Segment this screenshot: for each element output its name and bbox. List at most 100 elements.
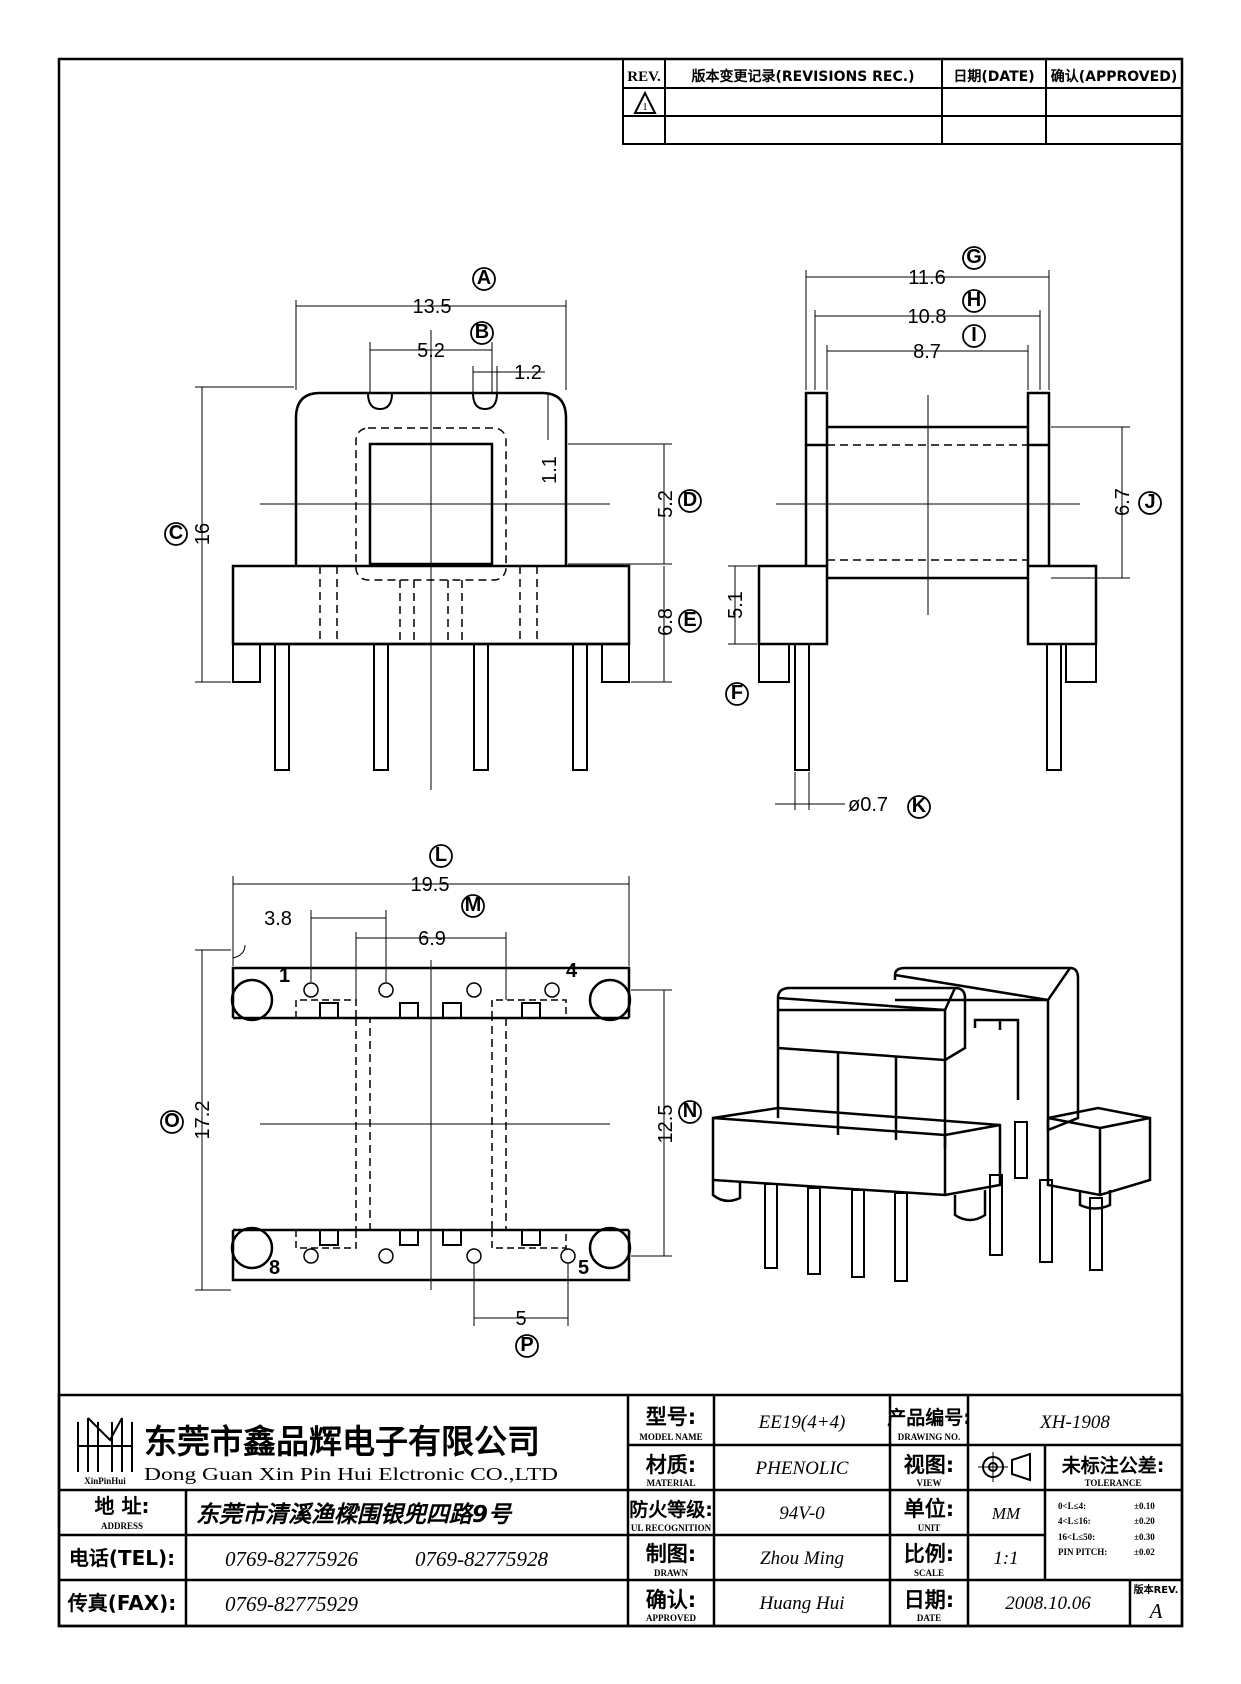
dim-5-2-side: 5.2: [655, 490, 677, 518]
dim-17-2: 17.2: [192, 1101, 214, 1140]
dim-phi-0-7: ø0.7: [848, 794, 888, 816]
callout-e: [678, 609, 702, 633]
callout-e-letter: E: [683, 609, 696, 631]
callout-n: [678, 1100, 702, 1124]
dim-12-5: 12.5: [655, 1105, 677, 1144]
tel-value-2: 0769-82775928: [415, 1547, 548, 1571]
callout-i-letter: I: [971, 324, 977, 346]
rev-label: 版本REV.: [1134, 1583, 1179, 1596]
bottom-view-dims: [195, 876, 672, 1326]
dim-19-5: 19.5: [411, 874, 450, 896]
callout-a: [472, 267, 496, 291]
side-view: [757, 391, 1098, 771]
projection-symbol-icon: [978, 1452, 1031, 1482]
callout-k: [907, 795, 931, 819]
address-label: 地 址:: [95, 1494, 150, 1518]
rev-value: A: [1148, 1599, 1163, 1623]
front-view-dims: [195, 300, 672, 683]
material-label-en: MATERIAL: [647, 1478, 696, 1488]
pin-label-1: 1: [279, 965, 290, 987]
callout-j: [1138, 491, 1162, 515]
tolerance-value-4: ±0.02: [1134, 1547, 1155, 1557]
callout-c-letter: C: [169, 522, 183, 544]
view-label-en: VIEW: [916, 1478, 941, 1488]
tolerance-value-1: ±0.10: [1134, 1501, 1155, 1511]
dim-1-2: 1.2: [514, 362, 542, 384]
tolerance-range-1: 0<L≤4:: [1058, 1501, 1086, 1511]
dim-6-9: 6.9: [418, 928, 446, 950]
bottom-view: [230, 960, 632, 1290]
callout-h-letter: H: [967, 289, 981, 311]
dim-11-6: 11.6: [908, 267, 945, 289]
model-label: 型号:: [646, 1405, 696, 1429]
company-name-en: Dong Guan Xin Pin Hui Elctronic CO.,LTD: [144, 1464, 558, 1484]
tolerance-label: 未标注公差:: [1061, 1454, 1165, 1477]
callout-m-letter: M: [465, 894, 482, 916]
date-label: 日期:: [904, 1588, 954, 1612]
dim-5-1: 5.1: [725, 591, 747, 619]
revision-table: [622, 58, 1183, 145]
callout-h: [962, 289, 986, 313]
pin-label-8: 8: [269, 1257, 280, 1279]
material-label: 材质:: [646, 1453, 696, 1477]
dim-1-1: 1.1: [539, 456, 561, 484]
callout-f: [725, 682, 749, 706]
callout-k-letter: K: [912, 795, 927, 817]
date-value: 2008.10.06: [1005, 1593, 1091, 1614]
model-label-en: MODEL NAME: [639, 1432, 702, 1442]
dim-6-8: 6.8: [655, 608, 677, 636]
callout-o-letter: O: [164, 1110, 180, 1132]
logo-text: XinPinHui: [84, 1476, 126, 1486]
isometric-view: [711, 966, 1152, 1282]
dim-16: 16: [192, 523, 214, 545]
tel-label: 电话(TEL):: [69, 1546, 175, 1570]
callout-b-letter: B: [475, 321, 489, 343]
approved-value: Huang Hui: [759, 1593, 845, 1614]
fax-label: 传真(FAX):: [67, 1591, 177, 1615]
side-view-dims: [728, 270, 1130, 810]
callout-n-letter: N: [683, 1100, 697, 1122]
callout-b: [470, 321, 494, 345]
svg-text:1: 1: [642, 101, 648, 113]
tolerance-range-4: PIN PITCH:: [1058, 1547, 1107, 1557]
approved-header: 确认(APPROVED): [1051, 68, 1177, 85]
approved-label-en: APPROVED: [646, 1613, 696, 1623]
dim-6-7: 6.7: [1112, 488, 1134, 516]
tolerance-range-2: 4<L≤16:: [1058, 1516, 1091, 1526]
address-value: 东莞市清溪渔樑围银兜四路9号: [196, 1501, 513, 1528]
fax-value: 0769-82775929: [225, 1592, 358, 1616]
callout-i: [962, 324, 986, 348]
callout-a-letter: A: [477, 267, 491, 289]
drawing-no-value: XH-1908: [1039, 1412, 1110, 1433]
callout-l-letter: L: [435, 844, 447, 866]
dim-8-7: 8.7: [913, 341, 941, 363]
date-label-en: DATE: [917, 1613, 941, 1623]
drawn-value: Zhou Ming: [760, 1548, 844, 1569]
callout-d: [678, 489, 702, 513]
revision-delta-symbol: 1: [633, 90, 657, 114]
callout-m: [461, 894, 485, 918]
callout-p-letter: P: [520, 1334, 533, 1356]
callout-g-letter: G: [966, 246, 982, 268]
callout-p: [515, 1334, 539, 1358]
callout-o: [160, 1110, 184, 1134]
dim-5: 5: [515, 1308, 526, 1330]
unit-value: MM: [991, 1504, 1021, 1523]
material-value: PHENOLIC: [755, 1458, 849, 1479]
company-logo: [77, 1417, 133, 1472]
tolerance-label-en: TOLERANCE: [1085, 1478, 1142, 1488]
scale-label-en: SCALE: [914, 1568, 944, 1578]
title-block-grid: [57, 1393, 1184, 1628]
unit-label-en: UNIT: [918, 1523, 941, 1533]
scale-label: 比例:: [904, 1542, 954, 1566]
rev-header: REV.: [627, 69, 661, 85]
pin-label-5: 5: [578, 1257, 589, 1279]
front-view: [231, 330, 631, 790]
callout-d-letter: D: [683, 489, 697, 511]
drawn-label-en: DRAWN: [654, 1568, 689, 1578]
tolerance-value-3: ±0.30: [1134, 1532, 1155, 1542]
ul-value: 94V-0: [779, 1503, 825, 1524]
dim-10-8: 10.8: [908, 306, 947, 328]
